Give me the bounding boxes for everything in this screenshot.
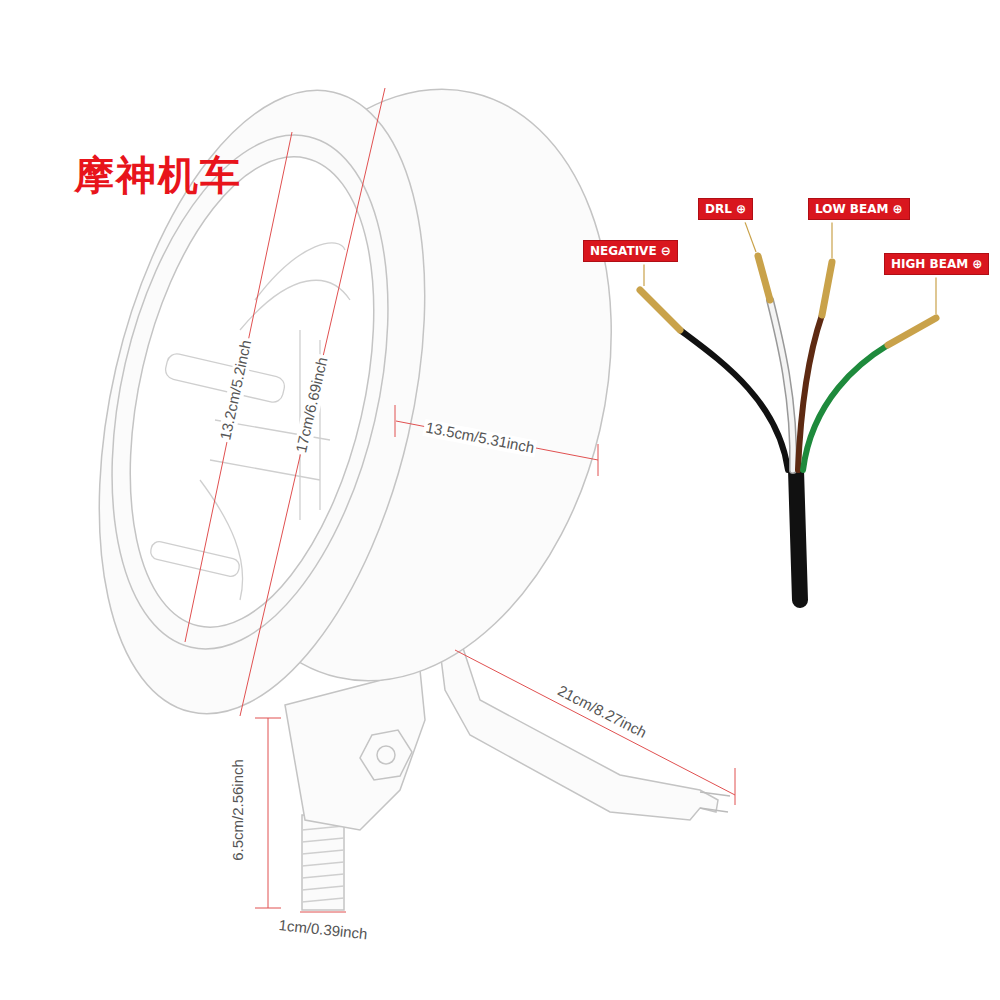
wire-label: NEGATIVE ⊖ [590, 244, 671, 258]
leader-line [745, 222, 756, 252]
wire-label-box: HIGH BEAM ⊕ [884, 253, 989, 275]
lens-details [149, 243, 350, 600]
dimension-label: 6.5cm/2.56inch [230, 757, 247, 863]
dimension-label: 1cm/0.39inch [276, 917, 370, 943]
wire-label: DRL ⊕ [705, 202, 746, 216]
lens-ring [66, 108, 433, 676]
wire-label-box: DRL ⊕ [698, 198, 753, 220]
watermark: 摩神机车 [74, 148, 242, 203]
mount-plate [285, 670, 425, 830]
leader-line [831, 222, 832, 258]
mount-arm [440, 645, 718, 820]
lens [89, 133, 415, 651]
leader-line [643, 264, 644, 286]
wire-label: LOW BEAM ⊕ [815, 202, 903, 216]
leader-line [935, 277, 936, 314]
nut [360, 730, 412, 780]
front-rim [44, 58, 479, 745]
dimension-lines [185, 88, 735, 912]
threaded-stud [302, 815, 344, 910]
dimension-label: 21cm/8.27inch [553, 682, 651, 743]
wire-label-box: NEGATIVE ⊖ [583, 240, 678, 262]
wire-harness [640, 256, 936, 600]
wire-label: HIGH BEAM ⊕ [891, 257, 982, 271]
wire-label-box: LOW BEAM ⊕ [808, 198, 910, 220]
